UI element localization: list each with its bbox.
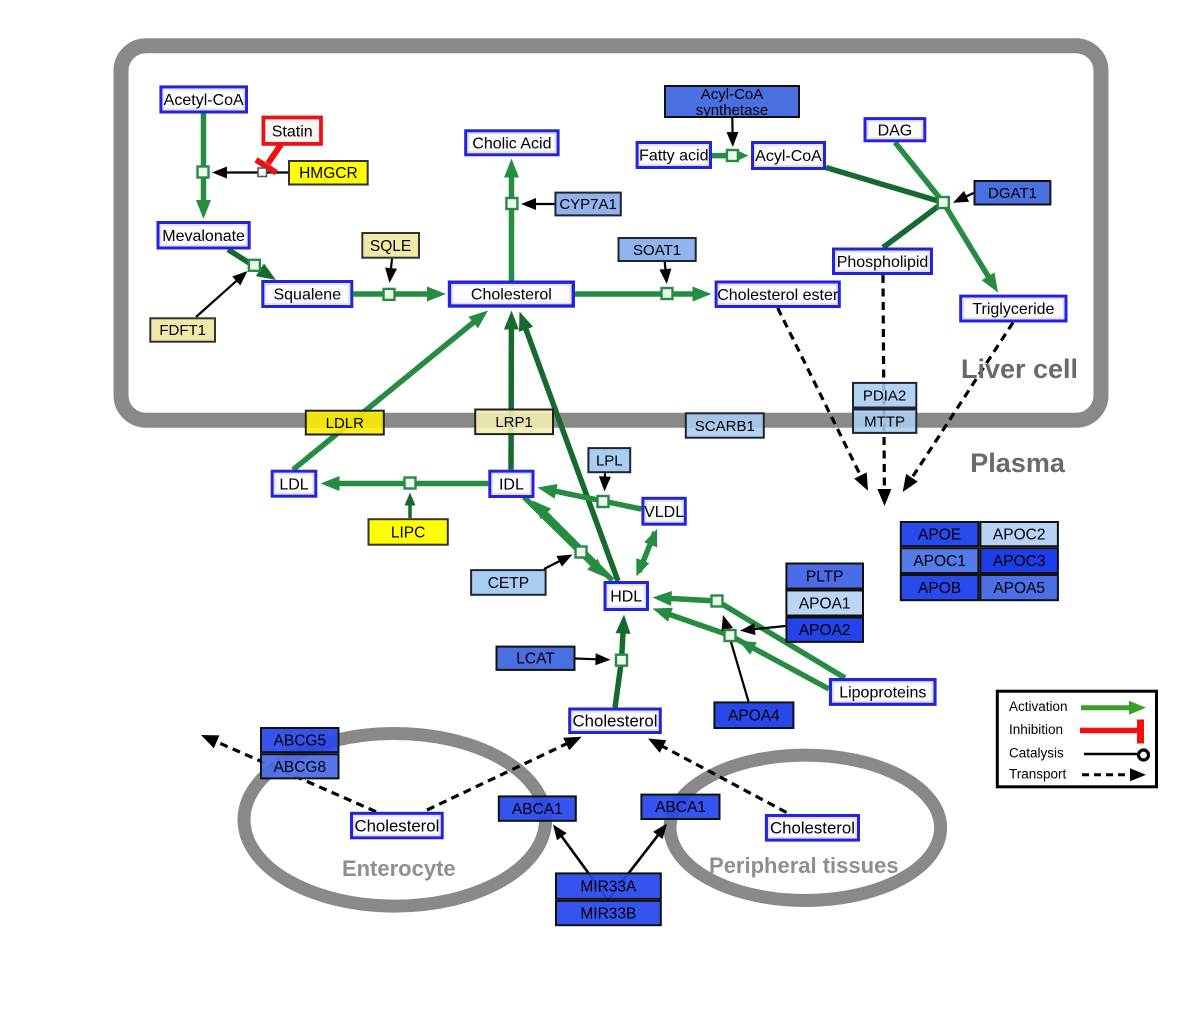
svg-text:SQLE: SQLE <box>370 238 411 255</box>
svg-text:Cholesterol ester: Cholesterol ester <box>717 287 839 304</box>
svg-text:ABCA1: ABCA1 <box>655 799 706 816</box>
svg-text:APOC2: APOC2 <box>993 527 1046 544</box>
svg-text:APOC1: APOC1 <box>913 553 966 570</box>
svg-text:Enterocyte: Enterocyte <box>342 856 456 881</box>
svg-text:Mevalonate: Mevalonate <box>162 228 245 245</box>
svg-text:HDL: HDL <box>610 589 642 606</box>
svg-text:Catalysis: Catalysis <box>1009 746 1064 761</box>
svg-text:ABCG8: ABCG8 <box>274 759 327 776</box>
svg-text:ABCG5: ABCG5 <box>274 733 327 750</box>
svg-text:DAG: DAG <box>878 122 913 139</box>
svg-text:Acyl-CoA: Acyl-CoA <box>755 148 822 165</box>
svg-text:PLTP: PLTP <box>806 568 844 585</box>
svg-text:Plasma: Plasma <box>970 448 1066 478</box>
svg-text:FDFT1: FDFT1 <box>159 322 206 339</box>
svg-text:Cholesterol: Cholesterol <box>354 816 439 835</box>
svg-text:APOB: APOB <box>918 580 961 597</box>
svg-text:Transport: Transport <box>1009 767 1067 782</box>
svg-text:VLDL: VLDL <box>644 504 684 521</box>
svg-text:MTTP: MTTP <box>864 413 905 430</box>
svg-text:Cholesterol: Cholesterol <box>770 819 855 838</box>
svg-text:DGAT1: DGAT1 <box>988 185 1037 202</box>
svg-text:SOAT1: SOAT1 <box>633 242 681 259</box>
svg-text:LIPC: LIPC <box>391 524 425 541</box>
svg-text:Acetyl-CoA: Acetyl-CoA <box>164 92 244 109</box>
svg-text:CETP: CETP <box>488 575 529 592</box>
svg-text:Fatty acid: Fatty acid <box>639 148 708 165</box>
svg-text:HMGCR: HMGCR <box>299 165 358 182</box>
svg-text:LCAT: LCAT <box>516 651 555 668</box>
svg-text:LPL: LPL <box>596 452 623 469</box>
svg-text:Inhibition: Inhibition <box>1009 722 1063 737</box>
svg-text:PDIA2: PDIA2 <box>863 387 906 404</box>
svg-text:APOC3: APOC3 <box>993 553 1046 570</box>
svg-text:Peripheral tissues: Peripheral tissues <box>709 853 899 878</box>
svg-text:Squalene: Squalene <box>273 287 341 304</box>
svg-text:LRP1: LRP1 <box>495 414 533 431</box>
svg-text:IDL: IDL <box>499 477 524 494</box>
svg-text:MIR33B: MIR33B <box>580 906 636 923</box>
svg-text:Liver cell: Liver cell <box>961 354 1078 384</box>
svg-text:Cholesterol: Cholesterol <box>573 712 658 731</box>
svg-text:CYP7A1: CYP7A1 <box>559 196 617 213</box>
svg-text:Phospholipid: Phospholipid <box>837 254 929 271</box>
svg-text:Activation: Activation <box>1009 699 1068 714</box>
svg-text:Triglyceride: Triglyceride <box>972 301 1054 318</box>
svg-text:APOE: APOE <box>918 527 961 544</box>
svg-text:Statin: Statin <box>272 123 313 140</box>
svg-text:SCARB1: SCARB1 <box>695 418 755 435</box>
svg-text:Cholic Acid: Cholic Acid <box>472 135 551 152</box>
svg-text:Acyl-CoA: Acyl-CoA <box>701 86 764 103</box>
svg-text:ABCA1: ABCA1 <box>512 801 563 818</box>
svg-text:Lipoproteins: Lipoproteins <box>839 685 926 702</box>
svg-text:MIR33A: MIR33A <box>580 879 637 896</box>
svg-text:APOA1: APOA1 <box>799 595 851 612</box>
svg-text:LDL: LDL <box>279 476 308 493</box>
svg-text:APOA2: APOA2 <box>799 622 851 639</box>
svg-text:APOA4: APOA4 <box>728 708 780 725</box>
svg-text:LDLR: LDLR <box>326 415 365 432</box>
svg-text:Cholesterol: Cholesterol <box>471 287 552 304</box>
svg-text:APOA5: APOA5 <box>993 580 1045 597</box>
svg-text:synthetase: synthetase <box>696 102 769 119</box>
